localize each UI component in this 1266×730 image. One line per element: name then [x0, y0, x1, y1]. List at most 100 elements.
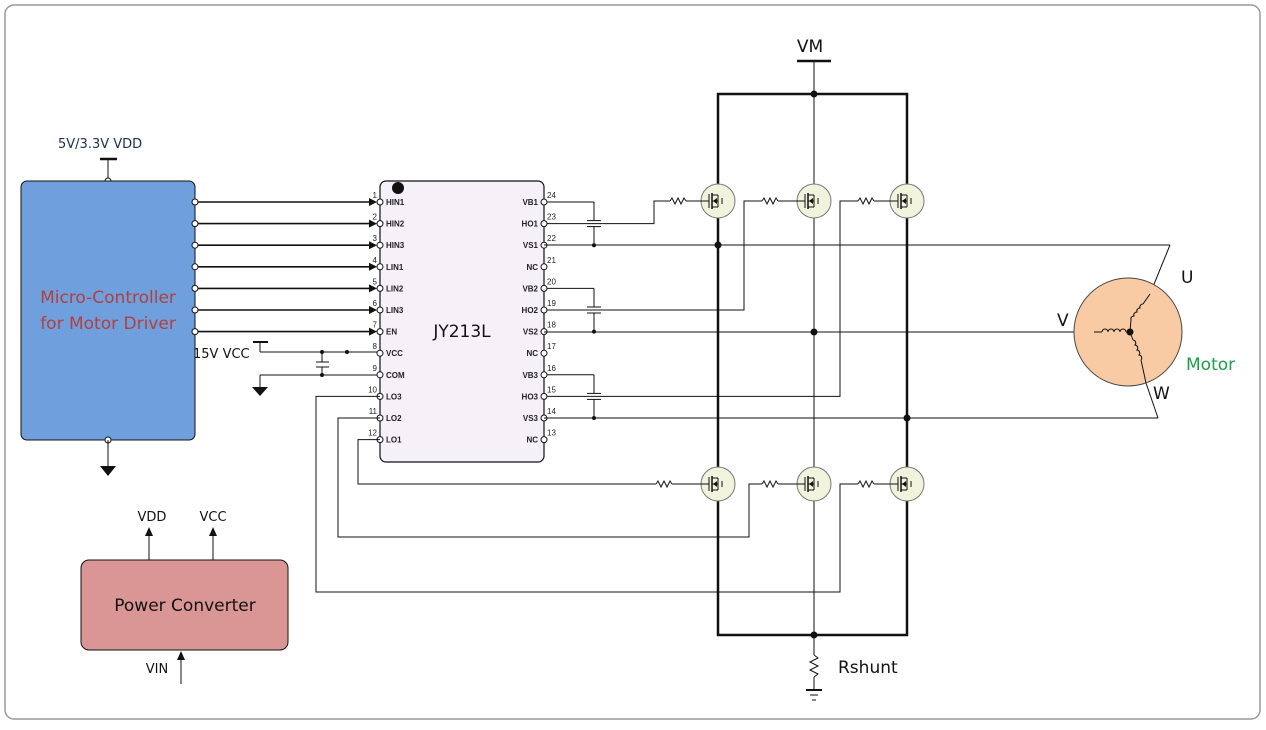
vcc-supply-label: 15V VCC [193, 347, 250, 362]
rshunt-label: Rshunt [838, 658, 898, 678]
ic-right-pin-name: VS2 [523, 328, 539, 337]
ic-left-pin-number: 10 [368, 385, 377, 394]
ic-right-pin-name: NC [526, 349, 538, 358]
vdd-supply-label: 5V/3.3V VDD [58, 137, 142, 152]
ic-right-pin-name: HO2 [522, 306, 539, 315]
ic-left-pin-terminal [376, 284, 384, 292]
vin-in-arrow-icon [177, 651, 185, 660]
ic-left-pin-terminal [376, 371, 384, 379]
power-converter-block [80, 559, 289, 651]
ic-left-pin-terminal [376, 241, 384, 249]
ic-left-pin-name: LIN3 [386, 306, 404, 315]
ic-right-pin-name: VB1 [522, 198, 538, 207]
ic-right-pin-name: HO3 [522, 392, 539, 401]
ic-right-pin-number: 13 [547, 429, 556, 438]
ic-left-pin-number: 4 [373, 256, 378, 265]
ic-left-pin-name: COM [386, 371, 405, 380]
ic-right-pin-number: 17 [547, 342, 556, 351]
diagram-frame [4, 4, 1261, 720]
ic-right-pin-number: 20 [547, 277, 556, 286]
ic-right-pin-number: 18 [547, 321, 556, 330]
ic-right-pin-terminal [540, 349, 548, 357]
ic-right-pin-name: NC [526, 436, 538, 445]
ic-right-pin-name: VB2 [522, 284, 538, 293]
ic-left-pin-name: LIN1 [386, 263, 404, 272]
ic-name: JY213L [432, 322, 491, 342]
ic-left-pin-number: 3 [373, 234, 378, 243]
signal-arrow-icon [369, 198, 377, 206]
vdd-out-arrow-icon [145, 527, 153, 536]
driver-ic [379, 180, 545, 463]
ic-left-pin-terminal [376, 328, 384, 336]
mcu-output-terminal [191, 284, 199, 292]
ic-left-pin-name: LO1 [386, 436, 402, 445]
n-mosfet-icon [889, 466, 925, 502]
ic-left-pin-name: LO2 [386, 414, 402, 423]
power-in-vin: VIN [146, 662, 168, 677]
ic-right-pin-number: 24 [547, 191, 556, 200]
ic-left-pin-number: 9 [373, 364, 378, 373]
gate-resistor-icon [761, 479, 779, 489]
power-converter-title: Power Converter [114, 596, 255, 616]
ic-left-pin-number: 12 [368, 429, 377, 438]
com-ground-icon [252, 387, 268, 396]
ic-left-pin-name: VCC [386, 349, 403, 358]
gate-resistor-icon [857, 196, 875, 206]
ic-right-pin-number: 15 [547, 385, 556, 394]
mcu-ground-icon [100, 466, 116, 476]
motor-label: Motor [1186, 355, 1235, 375]
ic-left-pin-terminal [376, 306, 384, 314]
mcu-output-terminal [191, 263, 199, 271]
ic-left-pin-name: LIN2 [386, 284, 404, 293]
ic-left-pin-name: HIN1 [386, 198, 405, 207]
ic-left-pin-name: EN [386, 328, 397, 337]
ic-left-pin-number: 11 [369, 407, 378, 416]
signal-arrow-icon [369, 241, 377, 250]
motor-phase-v: V [1057, 311, 1069, 331]
ic-left-pin-terminal [376, 263, 384, 271]
n-mosfet-icon [700, 466, 736, 502]
gate-resistor-icon [857, 479, 875, 489]
signal-arrow-icon [369, 284, 377, 293]
vcc-out-arrow-icon [209, 527, 217, 536]
ic-right-pin-number: 21 [547, 256, 556, 265]
signal-arrow-icon [369, 219, 377, 228]
ic-left-pin-number: 6 [373, 299, 378, 308]
ic-left-pin-terminal [376, 349, 384, 357]
signal-arrow-icon [369, 262, 377, 271]
signal-arrow-icon [369, 306, 377, 314]
vm-supply-label: VM [797, 37, 823, 57]
mcu-output-terminal [191, 328, 199, 336]
ic-right-pin-name: VB3 [522, 371, 538, 380]
motor-phase-u: U [1181, 268, 1193, 288]
ic-right-pin-number: 23 [547, 213, 556, 222]
ic-left-pin-name: HIN2 [386, 220, 405, 229]
n-mosfet-icon [796, 183, 832, 219]
ic-left-pin-number: 5 [373, 277, 378, 286]
power-out-vcc: VCC [199, 510, 226, 525]
pin1-marker-icon [392, 182, 404, 194]
ic-left-pin-terminal [376, 220, 384, 228]
mcu-output-terminal [191, 306, 199, 314]
ic-left-pin-terminal [376, 198, 384, 206]
ic-left-pin-number: 8 [373, 342, 378, 351]
mcu-title-line1: Micro-Controller [40, 288, 176, 308]
mosfet-bridge [700, 183, 925, 502]
ic-right-pin-number: 14 [547, 407, 556, 416]
ic-right-pin-name: VS1 [523, 241, 539, 250]
mcu-output-terminal [191, 241, 199, 249]
power-out-vdd: VDD [138, 510, 167, 525]
gate-resistor-icon [655, 479, 673, 489]
ic-left-pin-number: 1 [373, 191, 378, 200]
ic-left-pin-name: HIN3 [386, 241, 405, 250]
ic-left-pin-name: LO3 [386, 392, 402, 401]
mcu-output-terminal [191, 198, 199, 206]
mcu-title-line2: for Motor Driver [40, 314, 176, 334]
ic-left-pin-number: 7 [373, 321, 378, 330]
signal-arrow-icon [369, 327, 377, 336]
ic-right-pin-number: 19 [547, 299, 556, 308]
ic-left-pin-number: 2 [373, 213, 378, 222]
